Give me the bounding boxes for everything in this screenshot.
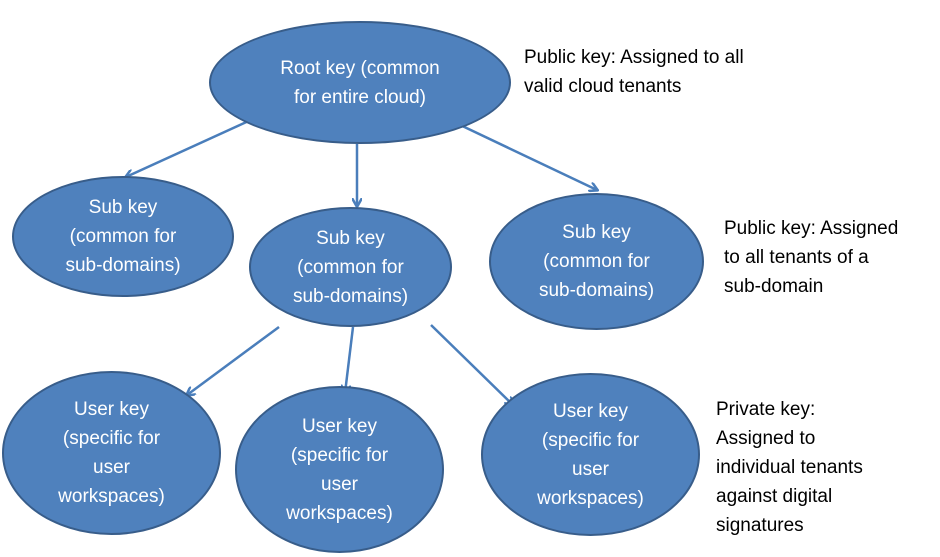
arrow-root-to-sub-left (126, 117, 254, 177)
sub-key-label-right: Sub key (common for sub-domains) (538, 222, 655, 301)
sub-key-node-left: Sub key (common for sub-domains) (12, 176, 234, 297)
user-key-node-1: User key (specific for user workspaces) (2, 371, 221, 535)
user-key-label-3: User key (specific for user workspaces) (537, 400, 644, 509)
sub-key-node-right: Sub key (common for sub-domains) (489, 193, 704, 330)
root-key-note: Public key: Assigned to all valid cloud … (524, 47, 744, 97)
sub-key-label-left: Sub key (common for sub-domains) (65, 197, 181, 276)
root-key-label: Root key (common for entire cloud) (280, 57, 440, 108)
user-key-note: Private key: Assigned to individual tena… (716, 399, 863, 536)
sub-key-node-middle: Sub key (common for sub-domains) (249, 207, 452, 327)
sub-key-label-middle: Sub key (common for sub-domains) (292, 227, 409, 307)
arrow-sub-mid-to-user-3 (430, 324, 513, 405)
arrow-sub-mid-to-user-1 (187, 325, 280, 395)
user-key-node-2: User key (specific for user workspaces) (235, 386, 444, 553)
root-key-node: Root key (common for entire cloud) (209, 21, 511, 144)
user-key-label-2: User key (specific for user workspaces) (286, 415, 393, 524)
user-key-node-3: User key (specific for user workspaces) (481, 373, 700, 536)
sub-key-note: Public key: Assigned to all tenants of a… (724, 218, 899, 297)
arrow-sub-mid-to-user-2 (345, 326, 355, 393)
arrow-root-to-sub-right (455, 121, 597, 190)
user-key-label-1: User key (specific for user workspaces) (58, 399, 165, 507)
